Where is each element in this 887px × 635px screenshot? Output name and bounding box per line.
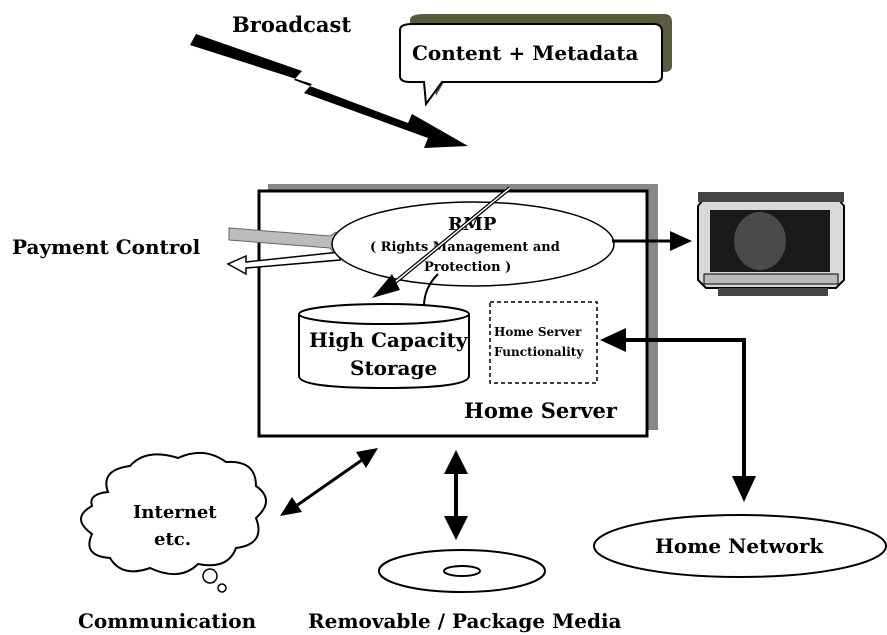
rmp-storage-connector [423,273,439,307]
content-metadata-label: Content + Metadata [412,41,638,65]
communication-label: Communication [78,609,257,633]
functionality-label-line1: Home Server [494,325,582,339]
storage-label-line2: Storage [350,356,437,380]
removable-media-label: Removable / Package Media [308,609,622,633]
internet-label-line1: Internet [133,502,217,523]
internet-link-arrow [280,448,378,516]
cloud-icon [80,451,267,593]
home-network-ellipse [593,514,887,578]
network-link-arrow [600,328,756,502]
functionality-box [489,301,598,384]
disc-icon [378,549,546,593]
media-link-arrow [444,450,468,540]
rmp-subtitle-line1: ( Rights Management and [370,240,560,255]
home-server-label: Home Server [464,398,618,423]
home-network-label: Home Network [655,534,824,558]
rmp-ellipse [331,201,615,287]
content-flow-arrow [372,186,512,298]
storage-label-line1: High Capacity [309,328,469,352]
broadcast-label: Broadcast [232,12,351,37]
storage-cylinder [298,303,470,390]
payment-control-label: Payment Control [12,235,201,259]
content-metadata-bubble [399,14,672,107]
broadcast-arrow [190,34,468,148]
rmp-to-display-arrow [612,231,692,251]
functionality-label-line2: Functionality [494,345,584,359]
internet-label-line2: etc. [154,529,191,550]
tv-monitor-icon [697,192,845,296]
rmp-subtitle-line2: Protection ) [424,260,511,275]
